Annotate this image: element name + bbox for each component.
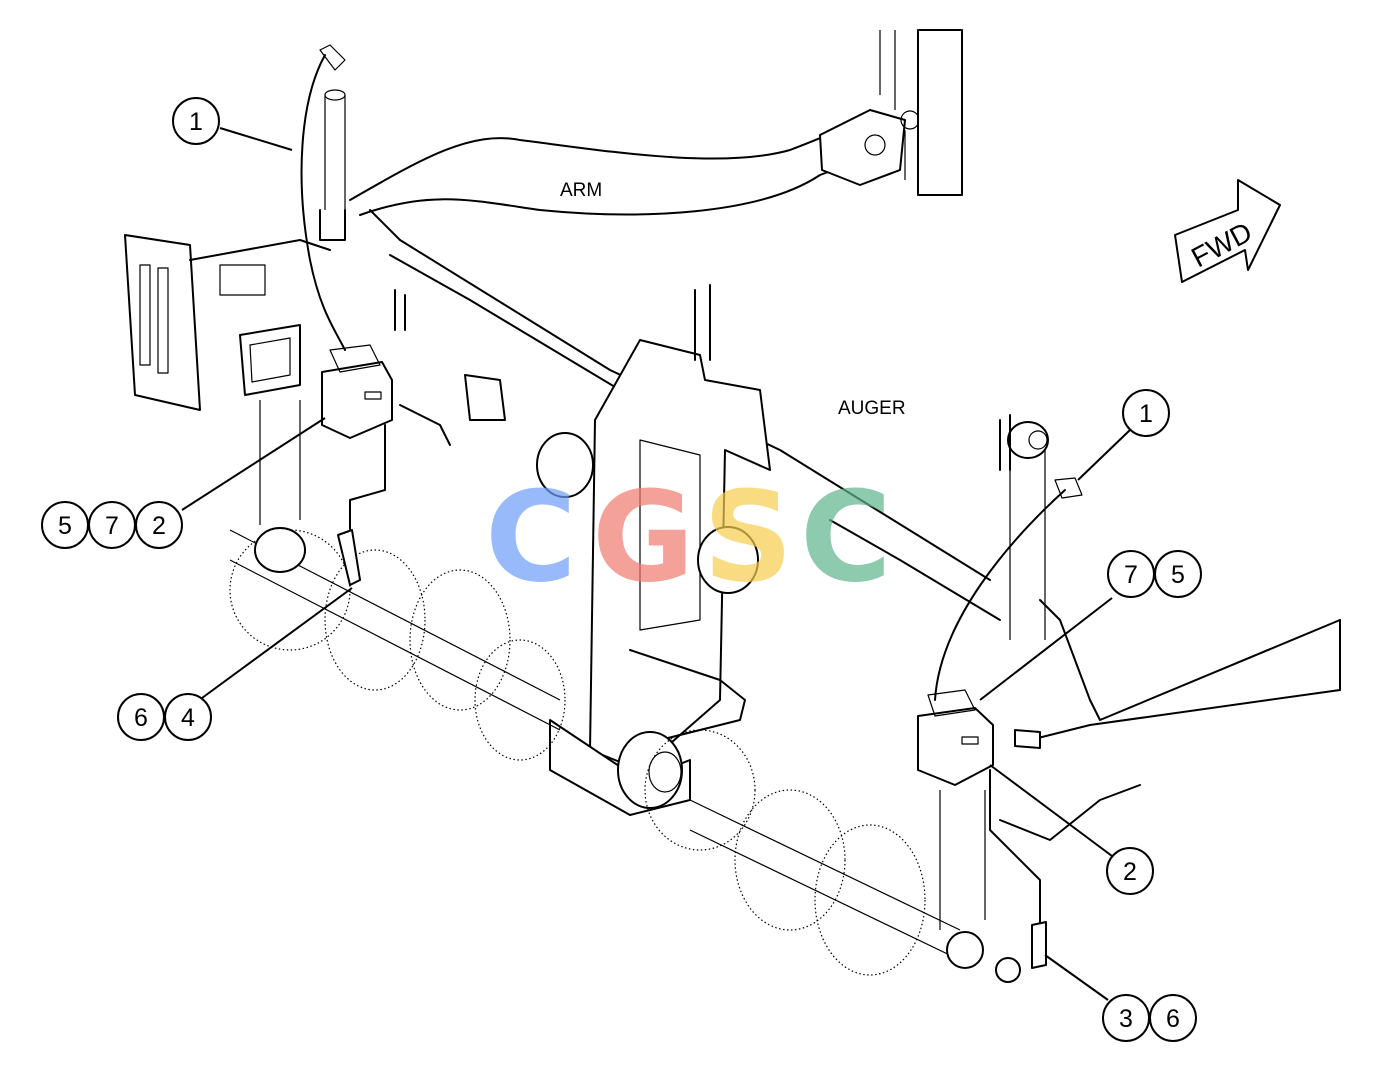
callout-number: 7 — [1124, 561, 1138, 589]
leader-lines — [181, 127, 1131, 1001]
callout-number: 4 — [181, 704, 195, 732]
callout-number: 6 — [134, 704, 148, 732]
callout-number: 2 — [152, 512, 166, 540]
machine-drawing: FWD ARM AUGER — [124, 29, 1341, 983]
arm-label: ARM — [560, 180, 602, 201]
callout-2-right: 2 — [1106, 847, 1154, 895]
callout-number: 6 — [1166, 1005, 1180, 1033]
watermark-letter-s: S — [703, 465, 793, 610]
watermark-letter-g: G — [592, 465, 695, 610]
watermark-letter-c2: C — [800, 465, 892, 610]
callout-group-6-4: 6 4 — [117, 693, 212, 741]
callout-number: 1 — [1139, 400, 1153, 428]
callout-number: 7 — [105, 512, 119, 540]
watermark-letter-c1: C — [485, 465, 577, 610]
callout-group-5-7-2: 5 7 2 — [41, 501, 183, 549]
auger-label: AUGER — [838, 398, 906, 419]
callout-number: 3 — [1119, 1005, 1133, 1033]
callout-number: 5 — [58, 512, 72, 540]
cgsc-watermark: C G S C — [485, 465, 892, 610]
callout-group-7-5: 7 5 — [1107, 550, 1202, 598]
callout-number: 1 — [189, 108, 203, 136]
callout-number: 5 — [1171, 561, 1185, 589]
callout-1-right: 1 — [1122, 389, 1170, 437]
callout-1-top-left: 1 — [172, 97, 220, 145]
callout-number: 2 — [1123, 858, 1137, 886]
callout-group-3-6: 3 6 — [1102, 994, 1197, 1042]
